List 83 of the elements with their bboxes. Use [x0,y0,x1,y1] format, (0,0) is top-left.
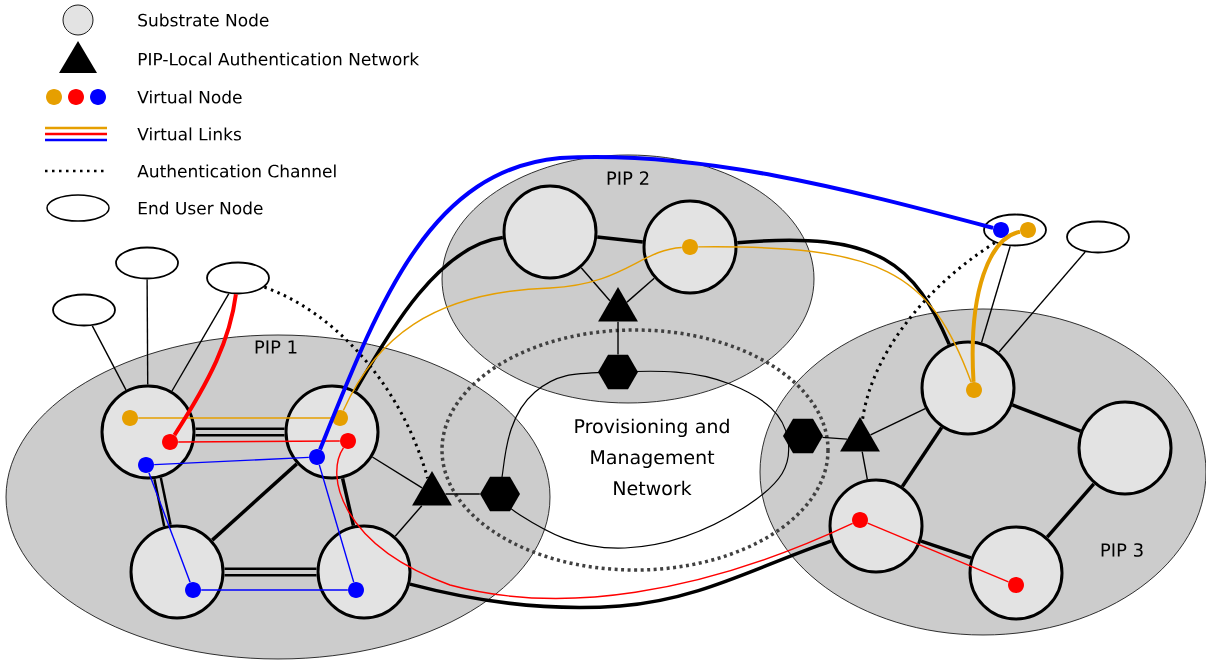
virtual-link [137,417,333,419]
virtual-node-dot [993,222,1009,238]
virtual-link [177,440,341,443]
legend-label: End User Node [138,201,263,215]
gateway-hexagon [598,354,638,390]
substrate-node [502,184,598,280]
virtual-link [148,471,191,584]
substrate-node [284,384,380,480]
legend-label: Substrate Node [138,13,269,27]
legend-label: Virtual Node [137,90,242,104]
authentication-triangle [412,471,452,506]
substrate-node [100,384,196,480]
end-user-oval [206,261,270,295]
virtual-link [200,589,349,591]
authentication-triangle [598,287,638,322]
link-line [409,539,832,610]
link-line [371,456,423,489]
link-line [211,462,298,542]
virtual-link [697,246,972,383]
virtual-link [342,246,683,412]
authentication-channel [263,285,429,479]
substrate-node [129,524,225,620]
substrate-node [1077,400,1173,496]
substrate-node [828,478,924,574]
link-line [861,451,869,480]
virtual-node-dot [162,434,178,450]
gateway-hexagon [480,476,520,512]
substrate-node [316,524,412,620]
authentication-triangle [840,417,880,452]
virtual-link [153,456,310,466]
link-line [737,238,951,346]
substrate-node [920,340,1016,436]
virtual-link [318,155,994,451]
substrate-node [968,525,1064,621]
substrate-node [642,199,738,295]
link-line [869,407,926,436]
virtual-node-dot [332,410,348,426]
virtual-link [336,447,854,599]
link-line [224,567,317,577]
link-line [146,278,149,386]
link-line [597,235,643,244]
end-user-oval [52,293,116,327]
virtual-node-dot [138,457,154,473]
link-line [920,539,972,560]
virtual-node-dot [309,449,325,465]
link-line [195,427,285,437]
virtual-node-dot [852,512,868,528]
link-line [153,477,172,527]
virtual-node-dot [1020,222,1036,238]
link-line [900,426,944,488]
link-line [1045,482,1096,539]
legend-label: Virtual Links [137,127,241,141]
end-user-oval [1066,220,1130,254]
link-line [394,505,423,537]
network-cloud: Provisioning and Management Network [499,370,790,549]
link-line [617,321,619,356]
gateway-hexagon [783,418,823,454]
virtual-node-dot [1008,577,1024,593]
link-line [580,267,611,302]
end-user-oval [115,246,179,280]
link-line [353,235,504,392]
authentication-channel [860,241,996,422]
legend-label: Authentication Channel [137,164,336,178]
virtual-node-dot [122,410,138,426]
link-line [626,277,655,303]
legend-label: PIP-Local Authentication Network [138,52,420,66]
link-line [998,251,1086,353]
virtual-link [970,229,1021,382]
virtual-link [318,464,355,583]
virtual-node-dot [348,582,364,598]
link-line [1011,403,1082,433]
virtual-node-dot [966,382,982,398]
virtual-link [866,522,1010,583]
link-line [340,477,356,527]
link-line [444,493,481,495]
link-line [171,293,230,392]
virtual-node-dot [340,433,356,449]
virtual-link [172,294,238,437]
link-line [821,436,848,440]
virtual-node-dot [185,582,201,598]
virtual-node-dot [682,239,698,255]
link-line [91,325,127,391]
link-line [980,245,1011,344]
